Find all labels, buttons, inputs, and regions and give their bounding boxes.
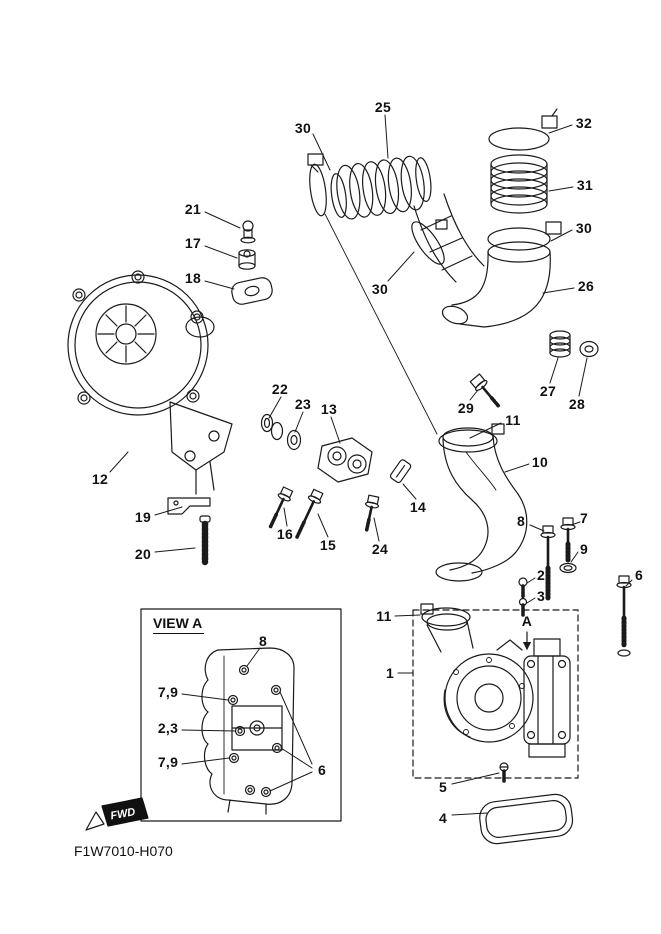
callout-32: 32 <box>575 115 593 131</box>
part-31-coupling <box>490 154 548 214</box>
part-30-clamp-mid <box>411 219 448 265</box>
callout-view-a-marker: A <box>521 613 533 629</box>
callout-12: 12 <box>91 471 109 487</box>
callout-7: 7 <box>579 510 589 526</box>
part-2-bolt <box>518 577 528 600</box>
callout-26: 26 <box>577 278 595 294</box>
part-22-grommets <box>260 413 284 441</box>
part-19-plate <box>167 497 211 515</box>
inset-callout-6: 6 <box>317 762 327 778</box>
part-25-corrugated-hose <box>330 155 432 220</box>
callout-19: 19 <box>134 509 152 525</box>
callout-25: 25 <box>374 99 392 115</box>
part-28-collar <box>579 340 599 358</box>
callout-30-b: 30 <box>575 220 593 236</box>
drawing-code: F1W7010-H070 <box>74 843 173 859</box>
part-12-cover <box>67 270 233 495</box>
callout-24: 24 <box>371 541 389 557</box>
part-23-grommet <box>286 429 302 451</box>
inset-callout-8: 8 <box>258 633 268 649</box>
callout-30-c: 30 <box>371 281 389 297</box>
fwd-label: FWD <box>110 806 137 822</box>
callout-14: 14 <box>409 499 427 515</box>
part-7-bolt <box>560 517 576 563</box>
callout-21: 21 <box>184 201 202 217</box>
view-a-inset <box>140 608 342 822</box>
part-32-clamp <box>488 108 558 151</box>
part-13-bracket <box>317 437 373 483</box>
callout-13: 13 <box>320 401 338 417</box>
callout-31: 31 <box>576 177 594 193</box>
callout-17: 17 <box>184 235 202 251</box>
callout-8: 8 <box>516 513 526 529</box>
part-6-bolt <box>616 575 632 657</box>
callout-30-a: 30 <box>294 120 312 136</box>
callout-18: 18 <box>184 270 202 286</box>
callout-4: 4 <box>438 810 448 826</box>
callout-29: 29 <box>457 400 475 416</box>
callout-9: 9 <box>579 541 589 557</box>
inset-callout-79-a: 7,9 <box>157 684 179 700</box>
callout-20: 20 <box>134 546 152 562</box>
part-21-fitting <box>240 220 256 244</box>
view-a-title: VIEW A <box>153 615 205 634</box>
callout-27: 27 <box>539 383 557 399</box>
part-9-washer <box>559 562 577 574</box>
part-10-pipe <box>435 427 528 582</box>
inset-callout-23: 2,3 <box>157 720 179 736</box>
callout-22: 22 <box>271 381 289 397</box>
callout-3: 3 <box>536 588 546 604</box>
callout-23: 23 <box>294 396 312 412</box>
part-20-stud <box>199 515 211 566</box>
leader-lines <box>109 114 633 816</box>
part-11-clamp-bottom <box>420 603 471 627</box>
part-30-clamp-left <box>307 153 327 217</box>
part-15-bolt <box>294 488 324 541</box>
part-26-elbow <box>441 241 551 328</box>
fwd-flag: FWD <box>85 797 149 831</box>
part-17-grommet <box>238 249 256 270</box>
callout-2: 2 <box>536 567 546 583</box>
callout-15: 15 <box>319 537 337 553</box>
part-1-turbo-assembly <box>412 609 579 779</box>
part-29-bolt <box>469 373 502 409</box>
part-30-clamp-right <box>487 221 562 251</box>
part-16-bolt <box>268 486 294 529</box>
callout-5: 5 <box>438 779 448 795</box>
part-4-gasket <box>479 793 574 845</box>
callout-11-a: 11 <box>505 412 521 428</box>
part-27-damper <box>549 330 571 358</box>
callout-6: 6 <box>634 567 644 583</box>
part-24-bolt <box>364 494 380 534</box>
callout-10: 10 <box>531 454 549 470</box>
part-14-pin <box>389 459 412 484</box>
callout-16: 16 <box>276 526 294 542</box>
part-8-bolt <box>540 525 556 601</box>
callout-1: 1 <box>385 665 395 681</box>
hose-lower-section <box>413 193 485 283</box>
callout-11-b: 11 <box>376 608 392 624</box>
inset-callout-79-b: 7,9 <box>157 754 179 770</box>
part-5-screw <box>499 762 509 783</box>
part-18-cap <box>231 277 273 305</box>
callout-28: 28 <box>568 396 586 412</box>
